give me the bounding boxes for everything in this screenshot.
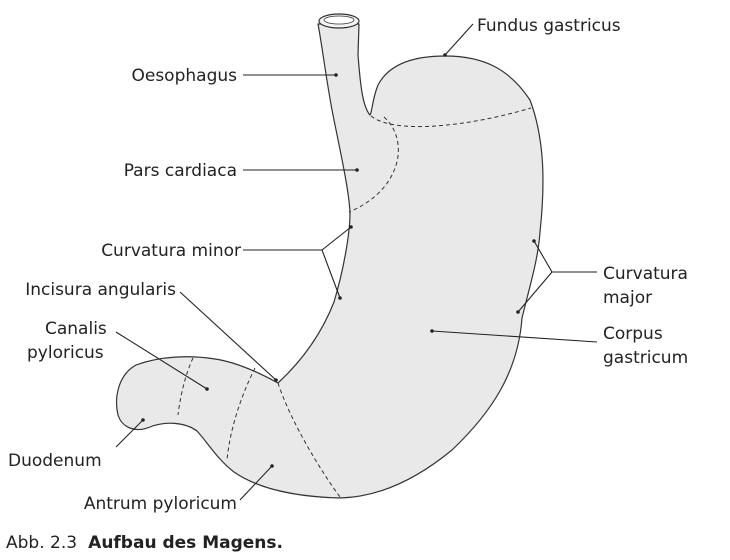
region-boundaries — [177, 107, 532, 498]
canalis-boundary-right — [226, 367, 256, 461]
label-curvatura-minor: Curvatura minor — [101, 241, 241, 261]
label-pars-cardiaca: Pars cardiaca — [124, 161, 237, 181]
label-curvatura-major-line2: major — [603, 288, 652, 308]
label-incisura-angularis: Incisura angularis — [25, 280, 176, 300]
label-antrum-pyloricum: Antrum pyloricum — [84, 494, 237, 514]
fundus-boundary — [370, 107, 532, 128]
label-oesophagus: Oesophagus — [131, 66, 237, 86]
label-canalis-line1: Canalis — [45, 319, 107, 339]
label-points — [141, 53, 536, 468]
label-curvatura-major-line1: Curvatura — [603, 264, 688, 284]
stomach-outline — [115, 23, 544, 499]
label-canalis-line2: pyloricus — [27, 343, 104, 363]
label-fundus-gastricus: Fundus gastricus — [477, 16, 621, 36]
label-duodenum: Duodenum — [8, 451, 102, 471]
leader-lines — [115, 23, 598, 501]
caption-prefix: Abb. 2.3 — [6, 533, 77, 553]
canalis-boundary-left — [177, 357, 194, 416]
caption-title: Aufbau des Magens. — [88, 533, 283, 553]
label-corpus-line2: gastricum — [603, 348, 688, 368]
antrum-boundary — [277, 382, 341, 498]
cardia-boundary — [348, 116, 399, 213]
figure-caption: Abb. 2.3 Aufbau des Magens. — [6, 533, 283, 553]
label-corpus-line1: Corpus — [603, 324, 663, 344]
